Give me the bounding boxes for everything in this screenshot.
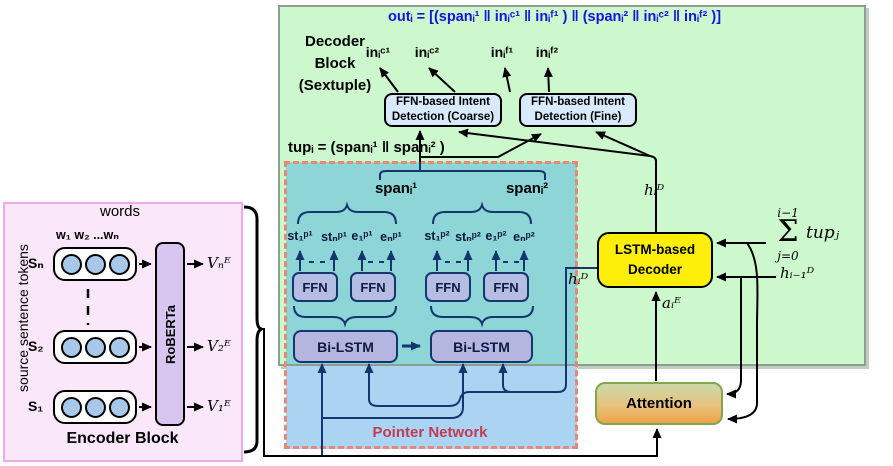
pointer-network-lower-fill xyxy=(286,366,577,449)
token-circle xyxy=(60,253,82,275)
sum-symbol: Σ xyxy=(777,214,799,249)
ffn-box-4: FFN xyxy=(483,272,529,302)
token-circle xyxy=(108,253,130,275)
ffn-box-3: FFN xyxy=(425,272,471,302)
intent-coarse-box: FFN-based Intent Detection (Coarse) xyxy=(384,93,502,127)
lstm-decoder-box: LSTM-based Decoder xyxy=(597,232,713,288)
token-row-2 xyxy=(53,330,137,364)
h-top-line xyxy=(649,155,657,232)
intent-c2-arrow xyxy=(428,67,456,93)
output-formula: outᵢ = [(spanᵢ¹ ‖ inᵢᶜ¹ ‖ inᵢᶠ¹ ) ‖ (spa… xyxy=(388,9,722,25)
sum-to-attention-arrow xyxy=(727,242,759,424)
sentence-1-label: S₁ xyxy=(28,398,44,414)
roberta-box: RoBERTa xyxy=(155,242,185,426)
sum-term-label: tupⱼ xyxy=(806,223,840,243)
sum-upper-limit: i−1 xyxy=(777,206,799,220)
encoder-to-bilstm2-arrow xyxy=(322,363,468,419)
encoder-output-2-label: V₂ᴱ xyxy=(207,337,231,355)
encoder-output-n-label: Vₙᴱ xyxy=(207,254,231,272)
tuple-formula: tupᵢ = (spanᵢ¹ ‖ spanᵢ² ) xyxy=(288,139,445,156)
h-prev-label: hᵢ₋₁ᴰ xyxy=(780,264,815,282)
encoder-output-1-label: V₁ᴱ xyxy=(207,397,231,415)
span1-overbrace xyxy=(297,201,397,225)
pointer-network-title: Pointer Network xyxy=(372,424,488,441)
sum-lower-limit: j=0 xyxy=(777,249,799,263)
source-tokens-side-label: source sentence tokens xyxy=(15,244,31,392)
intent-output-f1: inᵢᶠ¹ xyxy=(490,44,514,60)
encoder-output-brace xyxy=(243,205,263,454)
sentence-n-label: Sₙ xyxy=(28,255,44,271)
pointer-output-st1p1: st₁ᵖ¹ xyxy=(287,229,313,243)
pointer-network-dashed-border xyxy=(284,161,578,449)
bilstm2-underbrace xyxy=(430,305,534,328)
token-circle xyxy=(108,396,130,418)
token-header-label: w₁ w₂ ...wₙ xyxy=(56,228,119,242)
decoder-to-bilstm1-arrow xyxy=(364,363,511,407)
intent-output-c2: inᵢᶜ² xyxy=(414,44,440,60)
token-circle xyxy=(108,336,130,358)
intent-f2-arrow xyxy=(543,67,553,93)
ffn-box-2: FFN xyxy=(350,272,396,302)
token-row-n xyxy=(53,247,137,281)
intent-output-c1: inᵢᶜ¹ xyxy=(365,44,391,60)
bilstm-box-1: Bi-LSTM xyxy=(293,330,398,363)
h-to-coarse-arrow xyxy=(458,128,651,157)
pointer-output-enp1: eₙᵖ¹ xyxy=(380,230,402,244)
attention-box: Attention xyxy=(595,382,723,425)
pointer-output-e1p2: e₁ᵖ² xyxy=(485,229,507,243)
h-prev-to-attention-arrow xyxy=(726,277,742,399)
encoder-block-title: Encoder Block xyxy=(66,430,179,447)
pointer-output-stnp1: stₙᵖ¹ xyxy=(321,230,347,244)
bilstm-box-2: Bi-LSTM xyxy=(430,330,533,363)
pointer-output-e1p1: e₁ᵖ¹ xyxy=(351,229,373,243)
token-circle xyxy=(84,336,106,358)
span1-label: spanᵢ¹ xyxy=(374,180,418,197)
span2-label: spanᵢ² xyxy=(505,180,549,197)
token-circle xyxy=(84,396,106,418)
intent-output-f2: inᵢᶠ² xyxy=(535,44,559,60)
token-row-1 xyxy=(53,390,137,424)
pointer-output-st1p2: st₁ᵖ² xyxy=(424,229,450,243)
h-top-label: hᵢᴰ xyxy=(644,181,665,199)
span2-overbrace xyxy=(432,201,532,225)
ffn-box-1: FFN xyxy=(292,272,338,302)
decoder-panel-bottom-edge xyxy=(286,364,577,366)
intent-c1-arrow xyxy=(379,67,399,93)
bilstm1-underbrace xyxy=(293,305,397,328)
h-side-label: hᵢᴰ xyxy=(568,270,589,288)
intent-f1-arrow xyxy=(502,67,512,93)
words-label: words xyxy=(99,203,140,220)
encoder-to-attention-bus xyxy=(260,328,662,457)
span-junction-line xyxy=(379,170,546,180)
intent-fine-box: FFN-based Intent Detection (Fine) xyxy=(519,93,637,127)
token-circle xyxy=(84,253,106,275)
decoder-block-title: Decoder Block (Sextuple) xyxy=(298,33,372,94)
decoder-to-bilstm2-arrow xyxy=(498,267,597,393)
h-to-fine-arrow xyxy=(595,131,651,157)
token-circle xyxy=(60,396,82,418)
tup-to-fine-arrow xyxy=(420,133,542,158)
token-circle xyxy=(60,336,82,358)
sentence-2-label: S₂ xyxy=(28,338,44,354)
pointer-output-enp2: eₙᵖ² xyxy=(513,230,535,244)
pointer-output-stnp2: stₙᵖ² xyxy=(455,230,481,244)
attention-vector-label: aᵢᴱ xyxy=(662,294,681,312)
